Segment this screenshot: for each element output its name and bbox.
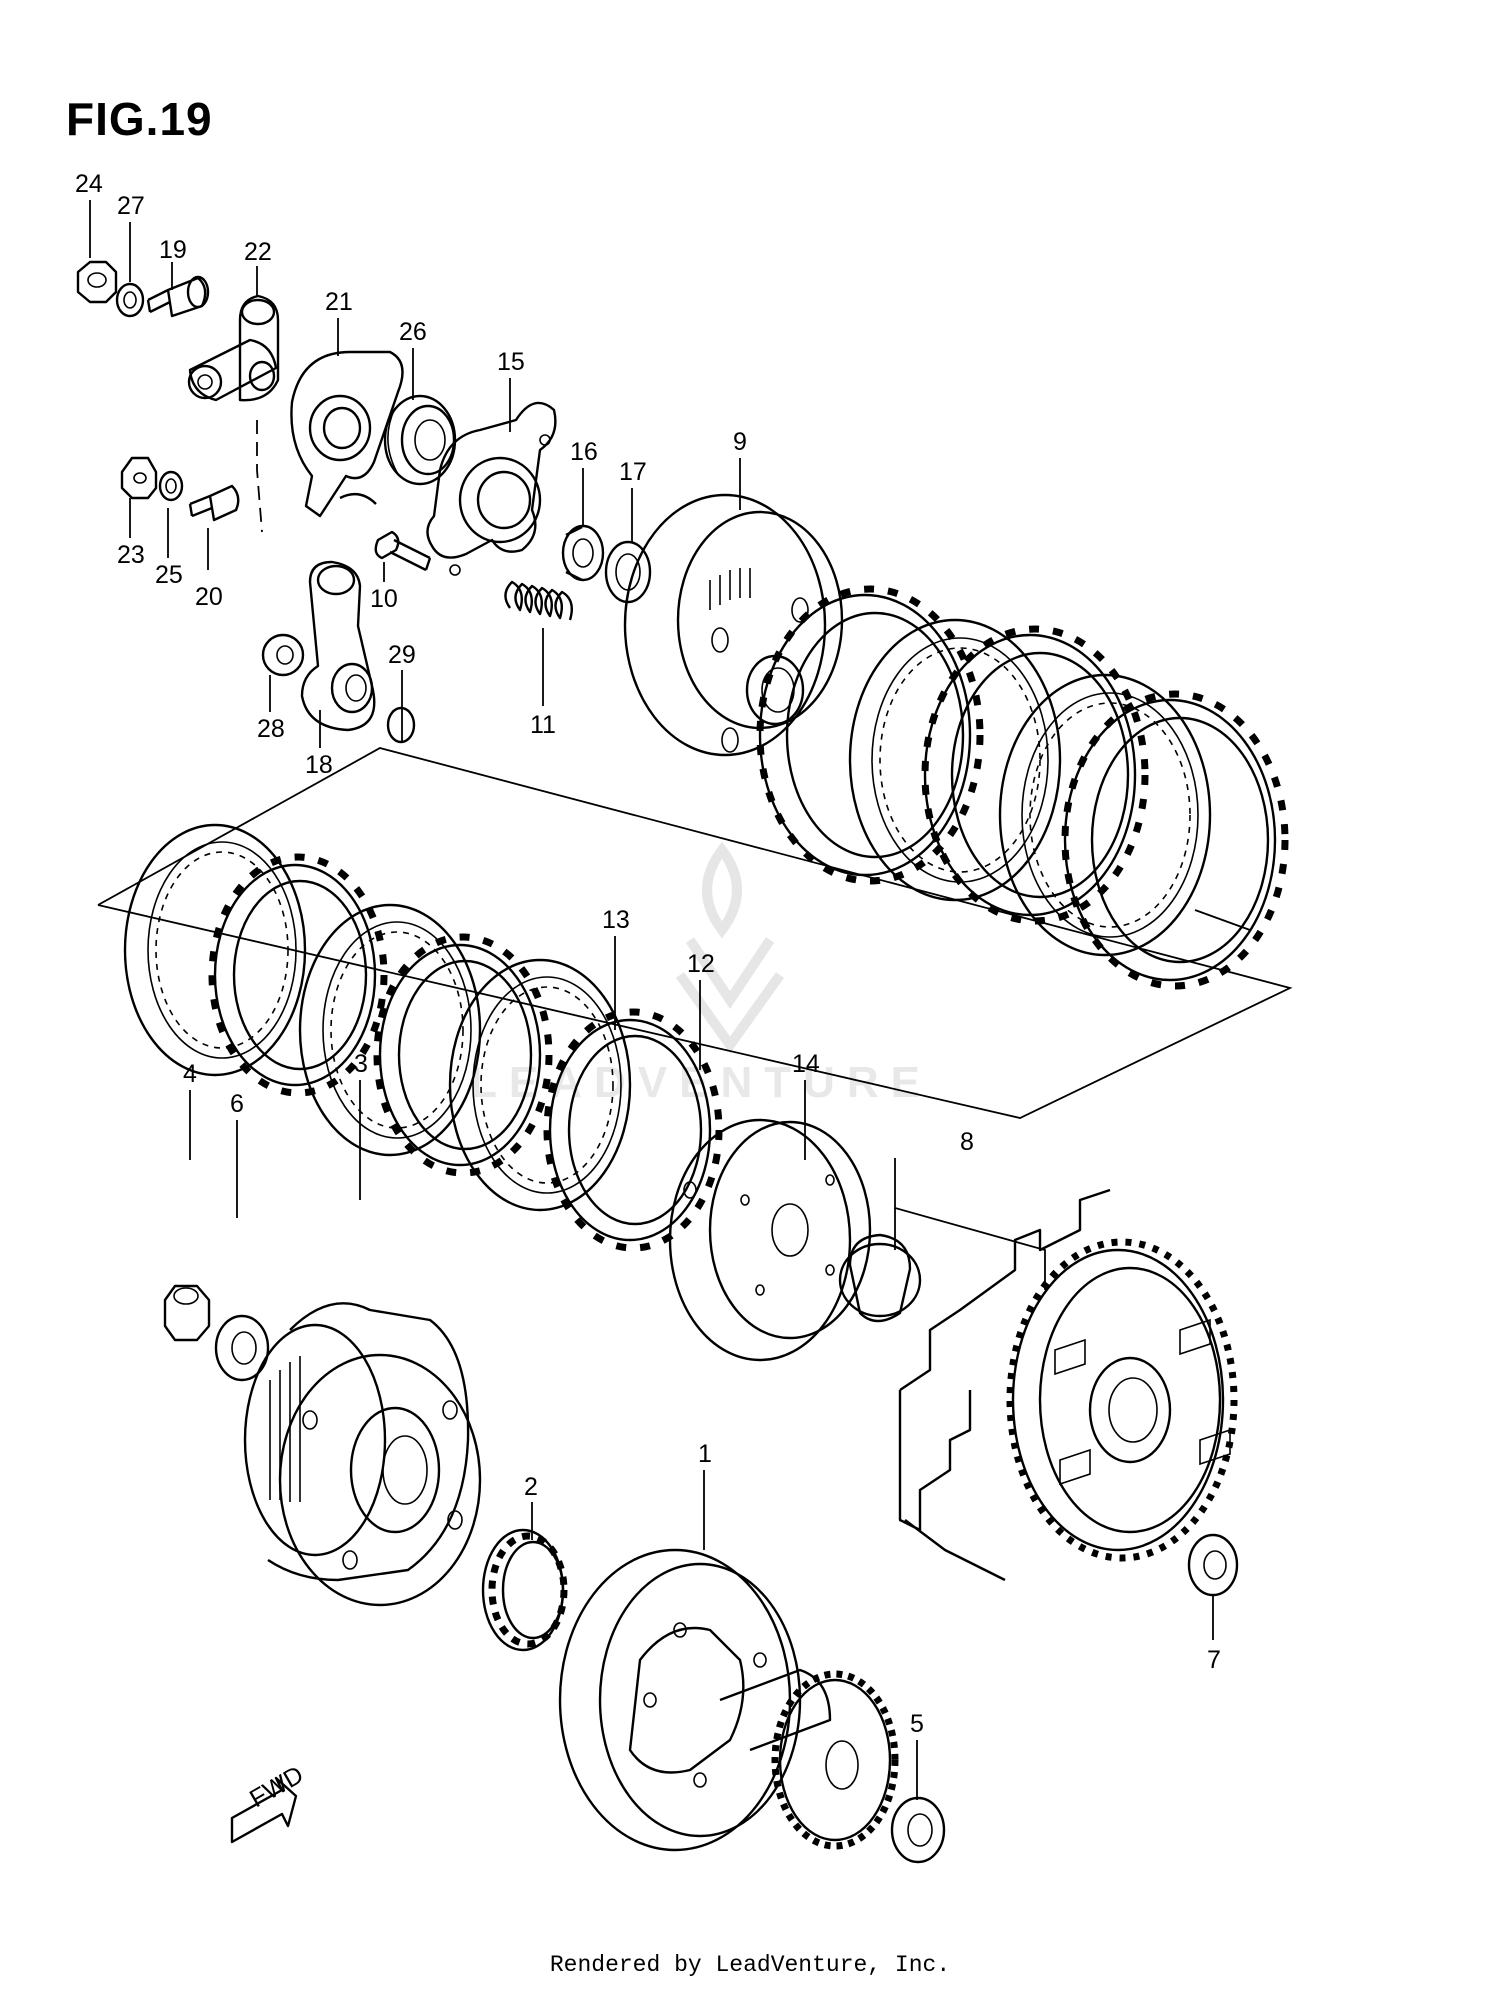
- callout-9: 9: [733, 428, 747, 456]
- part-15-bearing-retainer: [426, 401, 557, 576]
- callout-22: 22: [244, 238, 272, 266]
- callout-27: 27: [117, 192, 145, 220]
- steel-plate-upper-2: [998, 673, 1212, 957]
- part-1-clutch-drum: [558, 1548, 899, 1852]
- callout-24: 24: [75, 170, 103, 198]
- fwd-label: FWD: [245, 1760, 308, 1813]
- friction-plate-upper-1: [756, 585, 984, 885]
- callout-8: 8: [960, 1128, 974, 1156]
- part-19-bolt: [146, 275, 210, 318]
- callout-4: 4: [183, 1060, 197, 1088]
- callout-12: 12: [687, 950, 715, 978]
- leader-lines: [89, 200, 1251, 1800]
- callout-1: 1: [698, 1440, 712, 1468]
- steel-plate-upper-1: [848, 618, 1062, 902]
- part-18-release-arm: [300, 560, 376, 732]
- fwd-arrow-icon: FWD: [230, 1760, 308, 1844]
- part-23-nut: [120, 456, 158, 500]
- callout-6: 6: [230, 1090, 244, 1118]
- watermark-logo: [675, 841, 785, 1054]
- callout-11: 11: [530, 711, 556, 739]
- callout-3: 3: [354, 1050, 368, 1078]
- part-12-friction-plate: [543, 1008, 723, 1252]
- part-25-washer: [158, 470, 184, 502]
- callout-20: 20: [195, 583, 223, 611]
- part-29-circlip: [386, 706, 416, 744]
- steel-plate-lower-2: [298, 903, 482, 1157]
- part-16-nut: [561, 524, 605, 582]
- plate-group-outline: [97, 747, 1293, 1119]
- callout-10: 10: [370, 585, 398, 613]
- part-20-bolt: [188, 484, 240, 522]
- footer-credit: Rendered by LeadVenture, Inc.: [549, 1952, 951, 1978]
- callout-17: 17: [619, 458, 647, 486]
- steel-plate-lower-1: [123, 823, 307, 1077]
- callout-13: 13: [602, 906, 630, 934]
- callout-28: 28: [257, 715, 285, 743]
- callout-23: 23: [117, 541, 145, 569]
- part-9-pressure-plate: [623, 493, 844, 757]
- part-8-clutch-housing: [838, 1188, 1238, 1582]
- part-27-washer: [115, 282, 145, 318]
- callout-16: 16: [570, 438, 598, 466]
- part-7-washer: [1187, 1533, 1239, 1597]
- part-24-nut: [76, 260, 118, 304]
- part-10-bolt: [374, 530, 432, 572]
- friction-plate-lower-2: [373, 933, 553, 1177]
- callout-25: 25: [155, 561, 183, 589]
- callout-29: 29: [388, 641, 416, 669]
- part-2-one-way-clutch: [481, 1528, 568, 1652]
- callout-15: 15: [497, 348, 525, 376]
- callout-26: 26: [399, 318, 427, 346]
- part-3-clutch-assembly: [243, 1302, 482, 1607]
- part-21-lever-plate: [290, 350, 404, 518]
- callout-7: 7: [1207, 1646, 1221, 1674]
- callout-21: 21: [325, 288, 353, 316]
- callout-labels: 24 27 19 22 21 26 15 16 17 9 23 25 20 10…: [75, 170, 1221, 1738]
- figure-title: FIG.19: [66, 93, 213, 145]
- callout-2: 2: [524, 1473, 538, 1501]
- callout-19: 19: [159, 236, 187, 264]
- part-14-plate: [668, 1118, 872, 1362]
- part-4-nut: [163, 1284, 211, 1342]
- callout-14: 14: [792, 1050, 820, 1078]
- callout-18: 18: [305, 751, 333, 779]
- callout-5: 5: [910, 1710, 924, 1738]
- part-28-washer: [261, 633, 305, 677]
- friction-plate-lower-1: [208, 853, 388, 1097]
- part-26-bearing: [383, 394, 457, 486]
- part-6-washer: [214, 1314, 270, 1382]
- part-22-joint: [187, 294, 280, 402]
- friction-plate-upper-3: [1061, 690, 1289, 990]
- part-5-washer: [890, 1796, 946, 1864]
- part-11-spring: [504, 580, 573, 621]
- part-13-steel-plate: [448, 958, 632, 1212]
